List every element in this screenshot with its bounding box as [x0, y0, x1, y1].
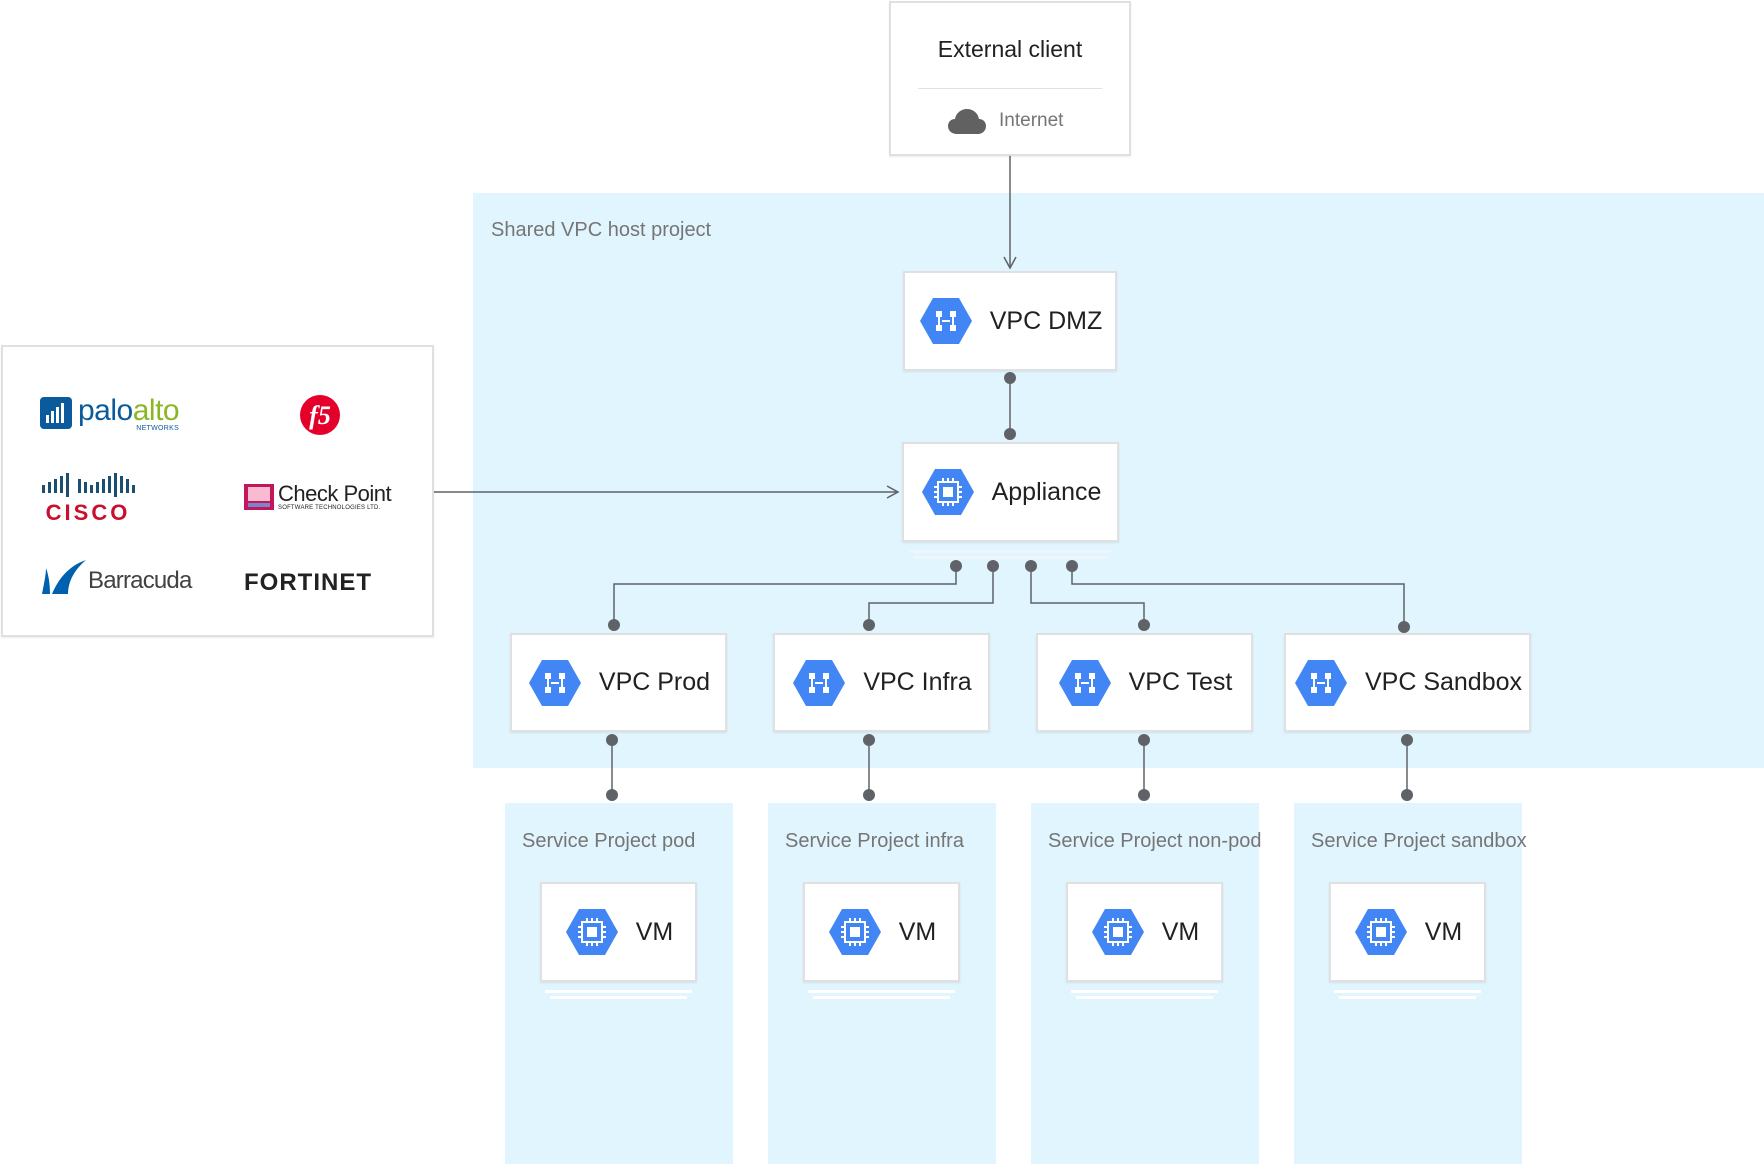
vpc-dmz-label: VPC DMZ [989, 306, 1103, 335]
vm-stack-line [1334, 990, 1481, 993]
checkpoint-subtext: SOFTWARE TECHNOLOGIES LTD. [278, 505, 381, 511]
card-divider [918, 88, 1102, 89]
vpc-sandbox-label: VPC Sandbox [1364, 668, 1523, 696]
compute-engine-icon [565, 909, 618, 955]
vm-sandbox-card: VM [1329, 882, 1486, 982]
vpc-test-label: VPC Test [1128, 668, 1233, 696]
vm-infra-card: VM [803, 882, 960, 982]
connector-dot [863, 619, 875, 631]
paloalto-networks-text: NETWORKS [136, 425, 180, 432]
checkpoint-wordmark: Check Point [278, 481, 392, 506]
internet-label: Internet [999, 110, 1064, 131]
vm-stack-line [813, 996, 950, 999]
f5-wordmark: f5 [309, 401, 331, 430]
vpc-network-icon [793, 659, 846, 706]
appliance-to-prod-link [613, 566, 957, 625]
barracuda-wordmark: Barracuda [88, 567, 192, 594]
checkpoint-badge-icon [244, 484, 274, 510]
appliance-stack-line [914, 556, 1106, 559]
vpc-sandbox-card: VPC Sandbox [1284, 633, 1531, 732]
vm-label: VM [898, 917, 937, 946]
barracuda-fin-icon [42, 560, 86, 594]
appliance-card: Appliance [902, 442, 1119, 542]
service-project-pod-zone [505, 803, 733, 1164]
vpc-infra-label: VPC Infra [863, 668, 972, 696]
f5-logo: f5 [299, 394, 343, 436]
vm-pod-card: VM [540, 882, 697, 982]
connector-dot [863, 734, 875, 746]
vpc-test-card: VPC Test [1036, 633, 1253, 732]
appliance-to-infra-link [868, 566, 994, 625]
barracuda-logo: Barracuda [40, 557, 192, 595]
connector-dot [606, 789, 618, 801]
appliance-label: Appliance [991, 477, 1102, 506]
service-project-infra-label: Service Project infra [785, 830, 964, 852]
paloalto-mark-icon [40, 397, 72, 429]
connector-dot [1004, 428, 1016, 440]
connector-dot [1138, 734, 1150, 746]
connector-dot [1004, 372, 1016, 384]
paloalto-wordmark-palo: palo [78, 394, 133, 427]
connector-dot [1138, 789, 1150, 801]
vm-stack-line [1076, 996, 1213, 999]
appliance-stack-line [909, 550, 1111, 553]
vpc-prod-label: VPC Prod [598, 668, 711, 696]
vpc-dmz-card: VPC DMZ [903, 271, 1117, 371]
compute-engine-icon [1354, 909, 1407, 955]
appliance-to-test-link [1030, 566, 1145, 625]
vm-stack-line [1071, 990, 1218, 993]
service-project-pod-label: Service Project pod [522, 830, 696, 852]
cloud-icon [948, 109, 986, 134]
connector-dot [1401, 789, 1413, 801]
service-project-non-pod-zone [1031, 803, 1259, 1164]
vpc-network-icon [1058, 659, 1111, 706]
vm-label: VM [635, 917, 674, 946]
external-client-card: External client Internet [889, 1, 1131, 156]
vm-stack-line [1339, 996, 1476, 999]
vm-stack-line [550, 996, 687, 999]
vpc-network-icon [919, 298, 972, 344]
service-project-sandbox-label: Service Project sandbox [1311, 830, 1527, 852]
cisco-bars-icon [42, 473, 135, 497]
connector-dot [608, 619, 620, 631]
service-project-infra-zone [768, 803, 996, 1164]
checkpoint-logo: Check Point SOFTWARE TECHNOLOGIES LTD. [244, 481, 392, 511]
vm-stack-line [808, 990, 955, 993]
vm-label: VM [1424, 917, 1463, 946]
vpc-prod-card: VPC Prod [510, 633, 727, 732]
service-project-sandbox-zone [1294, 803, 1522, 1164]
paloalto-logo: paloalto NETWORKS [40, 394, 180, 432]
connector-dot [1025, 560, 1037, 572]
cisco-logo: CISCO [40, 472, 136, 526]
host-project-label: Shared VPC host project [491, 219, 712, 241]
connector-dot [987, 560, 999, 572]
vpc-infra-card: VPC Infra [773, 633, 990, 732]
compute-engine-icon [1091, 909, 1144, 955]
connector-dot [950, 560, 962, 572]
connector-dot [1066, 560, 1078, 572]
vm-non-pod-card: VM [1066, 882, 1223, 982]
vm-label: VM [1161, 917, 1200, 946]
vpc-network-icon [528, 659, 581, 706]
compute-engine-icon [921, 469, 974, 515]
vpc-network-icon [1294, 659, 1347, 706]
vendor-logos-box: paloalto NETWORKS f5 CISCO Che [1, 345, 434, 637]
connector-dot [1138, 619, 1150, 631]
fortinet-logo: FORTINET [244, 569, 372, 597]
cisco-wordmark: CISCO [45, 500, 131, 525]
connector-dot [1401, 734, 1413, 746]
appliance-to-sandbox-link [1071, 566, 1405, 627]
external-client-title: External client [937, 36, 1083, 62]
connector-dot [606, 734, 618, 746]
paloalto-wordmark-alto: alto [132, 394, 180, 427]
fortinet-wordmark: FORTINET [244, 569, 372, 596]
connector-dot [863, 789, 875, 801]
connector-dot [1398, 621, 1410, 633]
compute-engine-icon [828, 909, 881, 955]
service-project-non-pod-label: Service Project non-pod [1048, 830, 1262, 852]
vm-stack-line [545, 990, 692, 993]
